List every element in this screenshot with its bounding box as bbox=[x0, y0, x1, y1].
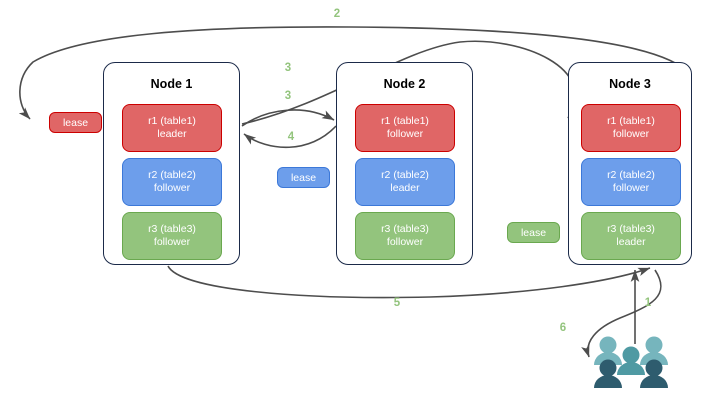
replica-role: follower bbox=[612, 128, 650, 140]
replica-role: follower bbox=[153, 236, 191, 248]
node-2-title: Node 2 bbox=[383, 77, 426, 91]
node-1-replica-r3[interactable]: r3 (table3) follower bbox=[122, 212, 222, 260]
node-1-container[interactable]: Node 1 r1 (table1) leader r2 (table2) fo… bbox=[103, 62, 240, 265]
replica-role: follower bbox=[612, 182, 650, 194]
replica-name: r2 (table2) bbox=[148, 169, 196, 181]
users-icon bbox=[594, 336, 668, 388]
node-2-replica-r3[interactable]: r3 (table3) follower bbox=[355, 212, 455, 260]
node-1-replica-r2[interactable]: r2 (table2) follower bbox=[122, 158, 222, 206]
edge-step-3-lower bbox=[241, 109, 335, 127]
replica-role: leader bbox=[157, 128, 187, 140]
node-2-replica-r1[interactable]: r1 (table1) follower bbox=[355, 104, 455, 152]
replica-name: r3 (table3) bbox=[381, 223, 429, 235]
lease-chip-green[interactable]: lease bbox=[507, 222, 560, 243]
node-3-container[interactable]: Node 3 r1 (table1) follower r2 (table2) … bbox=[568, 62, 692, 265]
node-3-replica-r2[interactable]: r2 (table2) follower bbox=[581, 158, 681, 206]
replica-role: follower bbox=[153, 182, 191, 194]
replica-role: leader bbox=[616, 236, 646, 248]
node-1-title: Node 1 bbox=[150, 77, 193, 91]
replica-role: follower bbox=[386, 128, 424, 140]
replica-role: follower bbox=[386, 236, 424, 248]
replica-name: r2 (table2) bbox=[607, 169, 655, 181]
node-3-replica-r3[interactable]: r3 (table3) leader bbox=[581, 212, 681, 260]
edge-step-5 bbox=[167, 265, 651, 299]
step-label-2: 2 bbox=[333, 8, 341, 20]
step-label-3-upper: 3 bbox=[284, 62, 292, 74]
replica-name: r3 (table3) bbox=[607, 223, 655, 235]
step-label-6: 6 bbox=[559, 322, 567, 334]
node-1-replica-r1[interactable]: r1 (table1) leader bbox=[122, 104, 222, 152]
replica-name: r1 (table1) bbox=[607, 115, 655, 127]
replica-name: r3 (table3) bbox=[148, 223, 196, 235]
step-label-3-lower: 3 bbox=[284, 90, 292, 102]
replica-role: leader bbox=[390, 182, 420, 194]
step-label-5: 5 bbox=[393, 297, 401, 309]
step-label-4: 4 bbox=[287, 131, 295, 143]
step-label-1: 1 bbox=[644, 297, 652, 309]
node-2-container[interactable]: Node 2 r1 (table1) follower r2 (table2) … bbox=[336, 62, 473, 265]
replica-name: r1 (table1) bbox=[381, 115, 429, 127]
replica-name: r2 (table2) bbox=[381, 169, 429, 181]
node-3-title: Node 3 bbox=[609, 77, 651, 91]
node-3-replica-r1[interactable]: r1 (table1) follower bbox=[581, 104, 681, 152]
node-2-replica-r2[interactable]: r2 (table2) leader bbox=[355, 158, 455, 206]
lease-chip-blue[interactable]: lease bbox=[277, 167, 330, 188]
replica-name: r1 (table1) bbox=[148, 115, 196, 127]
lease-chip-red[interactable]: lease bbox=[49, 112, 102, 133]
